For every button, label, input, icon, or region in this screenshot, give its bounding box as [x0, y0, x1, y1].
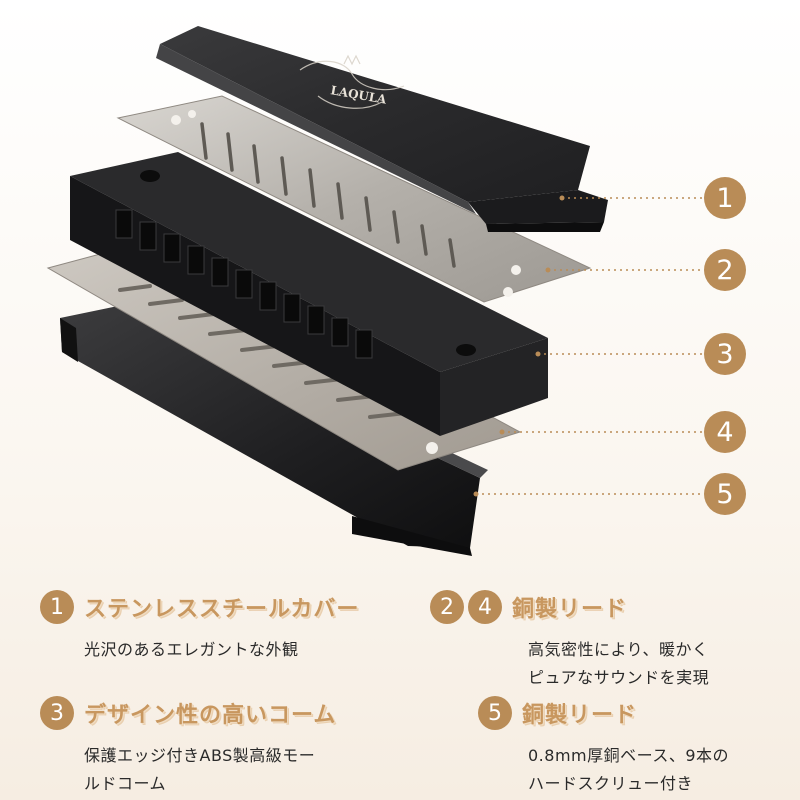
- feature-title: ステンレススチールカバー: [84, 597, 360, 622]
- feature-description: 保護エッジ付きABS製高級モー ルドコーム: [84, 746, 316, 793]
- feature-stainless-cover: 1 ステンレススチールカバー 光沢のあるエレガントな外観: [40, 590, 359, 664]
- callout-3: 3: [704, 333, 746, 375]
- feature-number-badge: 1: [40, 590, 74, 624]
- top-cover-plate: LAQULA: [156, 26, 608, 232]
- feature-title: 銅製リード: [512, 597, 628, 622]
- harmonica-comb: [70, 152, 548, 436]
- feature-description: 光沢のあるエレガントな外観: [84, 640, 299, 659]
- feature-number-badge: 2: [430, 590, 464, 624]
- harmonica-illustration: LAQULA: [46, 26, 702, 556]
- feature-design-comb: 3 デザイン性の高いコーム 保護エッジ付きABS製高級モー ルドコーム: [40, 696, 336, 798]
- callout-1: 1: [704, 177, 746, 219]
- feature-number-badge: 3: [40, 696, 74, 730]
- feature-title: デザイン性の高いコーム: [84, 703, 337, 728]
- logo-ornament-icon: [299, 54, 405, 109]
- callout-2: 2: [704, 249, 746, 291]
- callout-4: 4: [704, 411, 746, 453]
- harmonica-exploded-view: LAQULA 1 2 3 4 5: [46, 26, 746, 556]
- feature-copper-reed: 2 4 銅製リード 高気密性により、暖かく ピュアなサウンドを実現: [430, 590, 709, 692]
- upper-reed-plate: [116, 95, 592, 303]
- feature-description: 0.8mm厚銅ベース、9本の ハードスクリュー付き: [528, 746, 729, 793]
- feature-number-badge: 5: [478, 696, 512, 730]
- feature-title: 銅製リード: [522, 703, 638, 728]
- feature-description: 高気密性により、暖かく ピュアなサウンドを実現: [528, 640, 710, 687]
- leader-lines: [476, 197, 702, 495]
- callout-5: 5: [704, 473, 746, 515]
- feature-number-badge: 4: [468, 590, 502, 624]
- feature-copper-base: 5 銅製リード 0.8mm厚銅ベース、9本の ハードスクリュー付き: [478, 696, 729, 798]
